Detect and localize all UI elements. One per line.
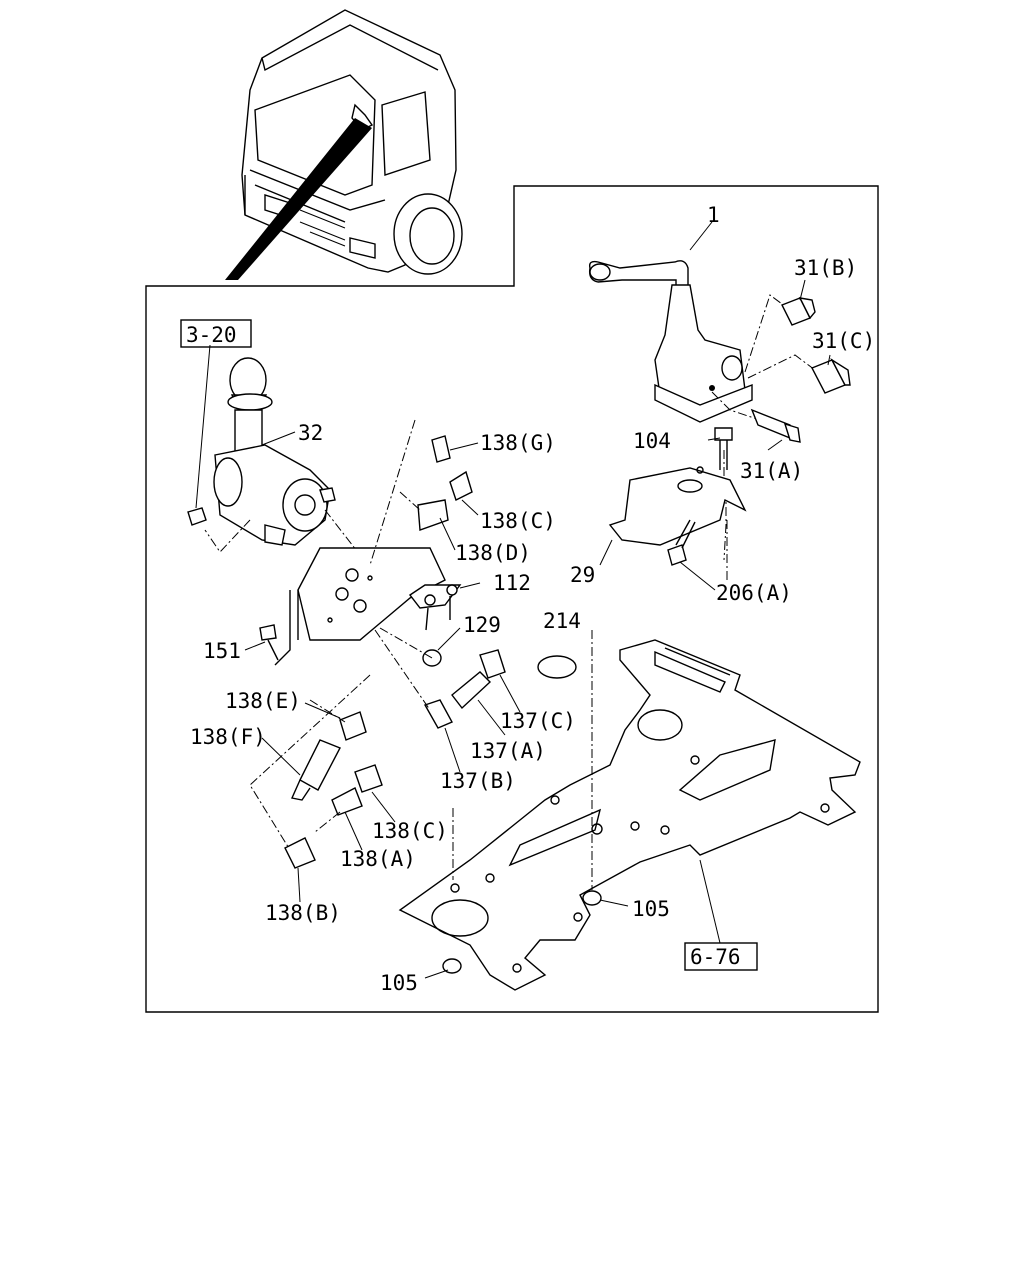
bolt-104 [714,427,733,561]
grommet-214 [537,655,577,679]
callout-31c: 31(C) [812,329,875,353]
bolt-3-20 [187,344,211,526]
callout-31a: 31(A) [740,459,803,483]
nut-129 [379,627,442,667]
callout-32: 32 [298,421,323,445]
callout-138g: 138(G) [480,431,556,455]
fitting-31c [811,358,851,394]
callout-112: 112 [493,571,531,595]
shift-lever-assembly [588,260,816,423]
fitting-138a [314,787,363,833]
callout-138b: 138(B) [265,901,341,925]
callout-3-20: 3-20 [186,323,237,347]
callout-1: 1 [707,203,720,227]
callout-31b: 31(B) [794,256,857,280]
fitting-138d [399,491,449,531]
nut-105-bottom [442,958,462,974]
callout-104: 104 [633,429,671,453]
fitting-137a [451,671,492,710]
diagram-frame [145,185,879,1013]
fitting-137b [374,629,453,729]
fitting-137c [479,649,506,679]
nut-105-right [582,890,602,906]
fitting-138c-top [449,470,473,501]
callout-138c-top: 138(C) [480,509,556,533]
fitting-138g [369,419,451,566]
callout-151: 151 [203,639,241,663]
reference-box-6-76 [684,942,758,971]
callout-137c: 137(C) [500,709,576,733]
callout-138c-bottom: 138(C) [372,819,448,843]
callout-138f: 138(F) [190,725,266,749]
callout-129: 129 [463,613,501,637]
reference-box-3-20 [180,319,252,348]
valve-assembly-32 [204,357,371,576]
callout-214: 214 [543,609,581,633]
bolt-206a [667,519,696,566]
callout-138d: 138(D) [455,541,531,565]
callout-6-76: 6-76 [690,945,741,969]
callout-138a: 138(A) [340,847,416,871]
callout-105-right: 105 [632,897,670,921]
fitting-138f [249,674,371,851]
fitting-138b [284,837,316,869]
bracket-112 [408,584,462,631]
truck-cab-illustration [225,9,463,280]
callout-105-bottom: 105 [380,971,418,995]
fitting-31a [750,408,801,443]
callout-137b: 137(B) [440,769,516,793]
fitting-31b [781,297,816,326]
fitting-138c-bottom [354,764,383,793]
callout-206a: 206(A) [716,581,792,605]
bolt-151 [259,624,279,661]
fitting-138e [309,699,367,741]
callout-29: 29 [570,563,595,587]
bracket-29 [608,466,747,546]
callout-137a: 137(A) [470,739,546,763]
leader-lines [244,221,831,979]
floor-plate [398,520,861,991]
callout-138e: 138(E) [225,689,301,713]
